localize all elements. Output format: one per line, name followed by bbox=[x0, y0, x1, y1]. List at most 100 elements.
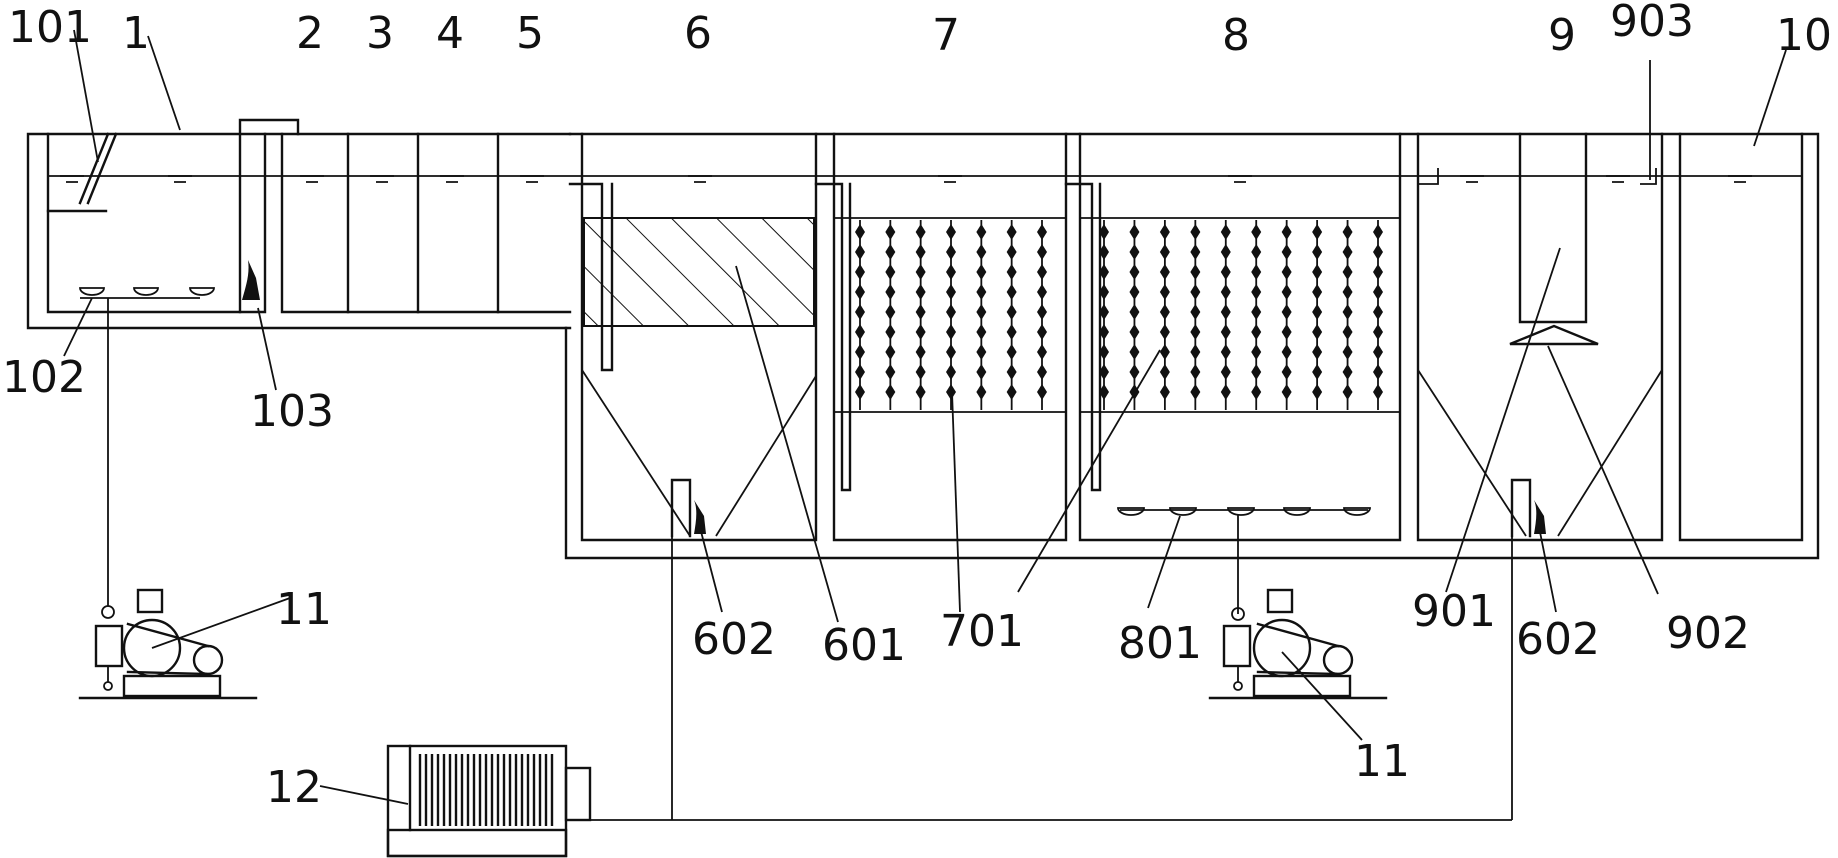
media-node bbox=[1006, 284, 1017, 300]
media-node bbox=[1190, 304, 1201, 320]
media-node bbox=[976, 364, 987, 380]
label-103: 103 bbox=[250, 386, 334, 437]
media-node bbox=[1190, 344, 1201, 360]
media-node bbox=[1129, 284, 1140, 300]
media-node bbox=[885, 364, 896, 380]
label-11-right: 11 bbox=[1354, 736, 1410, 787]
label-8: 8 bbox=[1222, 10, 1250, 61]
media-node bbox=[1190, 364, 1201, 380]
media-node bbox=[1129, 264, 1140, 280]
label-6: 6 bbox=[684, 8, 712, 59]
media-node bbox=[1190, 384, 1201, 400]
right-tank-group bbox=[564, 60, 1820, 821]
media-node bbox=[855, 264, 865, 280]
media-node bbox=[915, 324, 926, 340]
media-node bbox=[946, 284, 956, 300]
media-node bbox=[855, 244, 865, 260]
media-node bbox=[1099, 384, 1109, 400]
media-node bbox=[855, 384, 865, 400]
label-2: 2 bbox=[296, 8, 324, 59]
media-node bbox=[1159, 344, 1170, 360]
media-node bbox=[1312, 364, 1323, 380]
media-node bbox=[1373, 324, 1383, 340]
media-node bbox=[885, 224, 896, 240]
media-node bbox=[1099, 324, 1109, 340]
media-node bbox=[1099, 344, 1109, 360]
media-node bbox=[1281, 384, 1292, 400]
media-node bbox=[1251, 264, 1262, 280]
media-node bbox=[976, 304, 987, 320]
media-node bbox=[1220, 344, 1231, 360]
media-node bbox=[1099, 264, 1109, 280]
media-node bbox=[1312, 384, 1323, 400]
media-node bbox=[1220, 224, 1231, 240]
media-node bbox=[855, 304, 865, 320]
media-node bbox=[1220, 324, 1231, 340]
media-node bbox=[1037, 284, 1047, 300]
media-node bbox=[976, 264, 987, 280]
water-levels bbox=[48, 175, 1802, 183]
media-node bbox=[1006, 364, 1017, 380]
media-node bbox=[946, 364, 956, 380]
media-node bbox=[976, 284, 987, 300]
media-node bbox=[855, 324, 865, 340]
media-node bbox=[976, 244, 987, 260]
media-node bbox=[1129, 244, 1140, 260]
media-node bbox=[855, 224, 865, 240]
media-node bbox=[976, 384, 987, 400]
media-node bbox=[1006, 304, 1017, 320]
blower-left bbox=[78, 588, 258, 700]
media-node bbox=[1251, 324, 1262, 340]
media-node bbox=[1129, 224, 1140, 240]
media-node bbox=[1037, 384, 1047, 400]
media-node bbox=[885, 244, 896, 260]
media-node bbox=[1281, 264, 1292, 280]
media-node bbox=[1129, 344, 1140, 360]
media-node bbox=[1251, 384, 1262, 400]
media-node bbox=[1190, 284, 1201, 300]
media-node bbox=[1251, 304, 1262, 320]
media-node bbox=[885, 264, 896, 280]
media-node bbox=[1251, 224, 1262, 240]
media-node bbox=[1251, 364, 1262, 380]
media-node bbox=[1190, 244, 1201, 260]
media-node bbox=[855, 344, 865, 360]
media-node bbox=[1037, 264, 1047, 280]
media-node bbox=[1006, 344, 1017, 360]
media-node bbox=[1281, 224, 1292, 240]
media-node bbox=[976, 324, 987, 340]
label-902: 902 bbox=[1666, 608, 1750, 659]
media-node bbox=[1006, 264, 1017, 280]
media-node bbox=[855, 284, 865, 300]
label-602-left: 602 bbox=[692, 614, 776, 665]
media-node bbox=[1099, 224, 1109, 240]
media-node bbox=[1342, 324, 1353, 340]
label-1: 1 bbox=[122, 8, 150, 59]
media-node bbox=[1312, 224, 1323, 240]
media-node bbox=[946, 244, 956, 260]
media-node bbox=[976, 344, 987, 360]
media-node bbox=[915, 364, 926, 380]
media-node bbox=[1159, 244, 1170, 260]
media-node bbox=[1099, 364, 1109, 380]
media-node bbox=[1099, 244, 1109, 260]
media-node bbox=[1281, 344, 1292, 360]
media-node bbox=[976, 224, 987, 240]
media-node bbox=[1159, 384, 1170, 400]
media-node bbox=[946, 324, 956, 340]
label-101: 101 bbox=[8, 2, 92, 53]
media-node bbox=[1220, 304, 1231, 320]
media-node bbox=[1373, 384, 1383, 400]
media-node bbox=[1006, 224, 1017, 240]
media-node bbox=[946, 384, 956, 400]
media-node bbox=[1251, 344, 1262, 360]
media-node bbox=[1281, 284, 1292, 300]
label-7: 7 bbox=[932, 10, 960, 61]
media-node bbox=[1342, 364, 1353, 380]
media-node bbox=[1037, 244, 1047, 260]
media-node bbox=[946, 304, 956, 320]
media-node bbox=[1006, 244, 1017, 260]
media-node bbox=[1373, 364, 1383, 380]
media-node bbox=[1342, 244, 1353, 260]
